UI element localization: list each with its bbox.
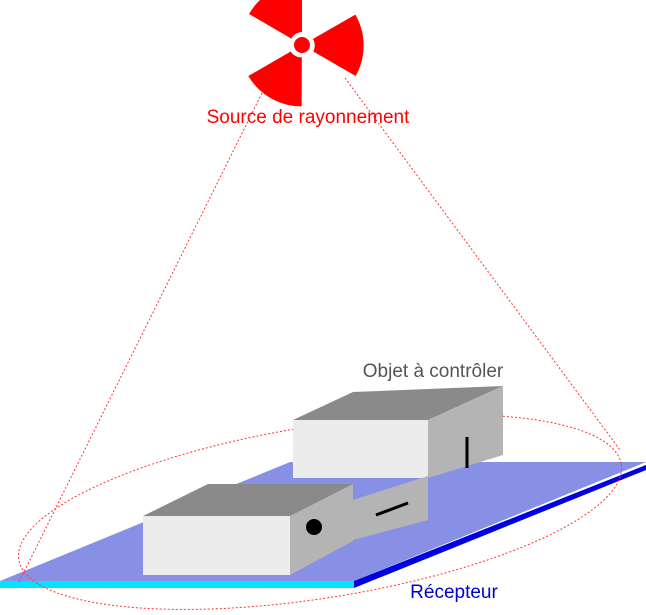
defect-horizontal-line	[375, 501, 409, 517]
beam-line-right	[344, 77, 621, 451]
receiver-label: Récepteur	[410, 582, 498, 603]
object-label: Objet à contrôler	[363, 361, 504, 382]
defect-dot	[306, 519, 322, 535]
beam-line-left	[17, 92, 263, 585]
radiation-trefoil-icon	[248, 0, 364, 107]
object-middle-block	[353, 476, 428, 540]
object-front-block	[143, 484, 353, 575]
object-rear-block	[293, 386, 503, 478]
beam-footprint	[17, 414, 623, 610]
beam-cone	[17, 77, 621, 585]
source-label: Source de rayonnement	[207, 107, 411, 128]
